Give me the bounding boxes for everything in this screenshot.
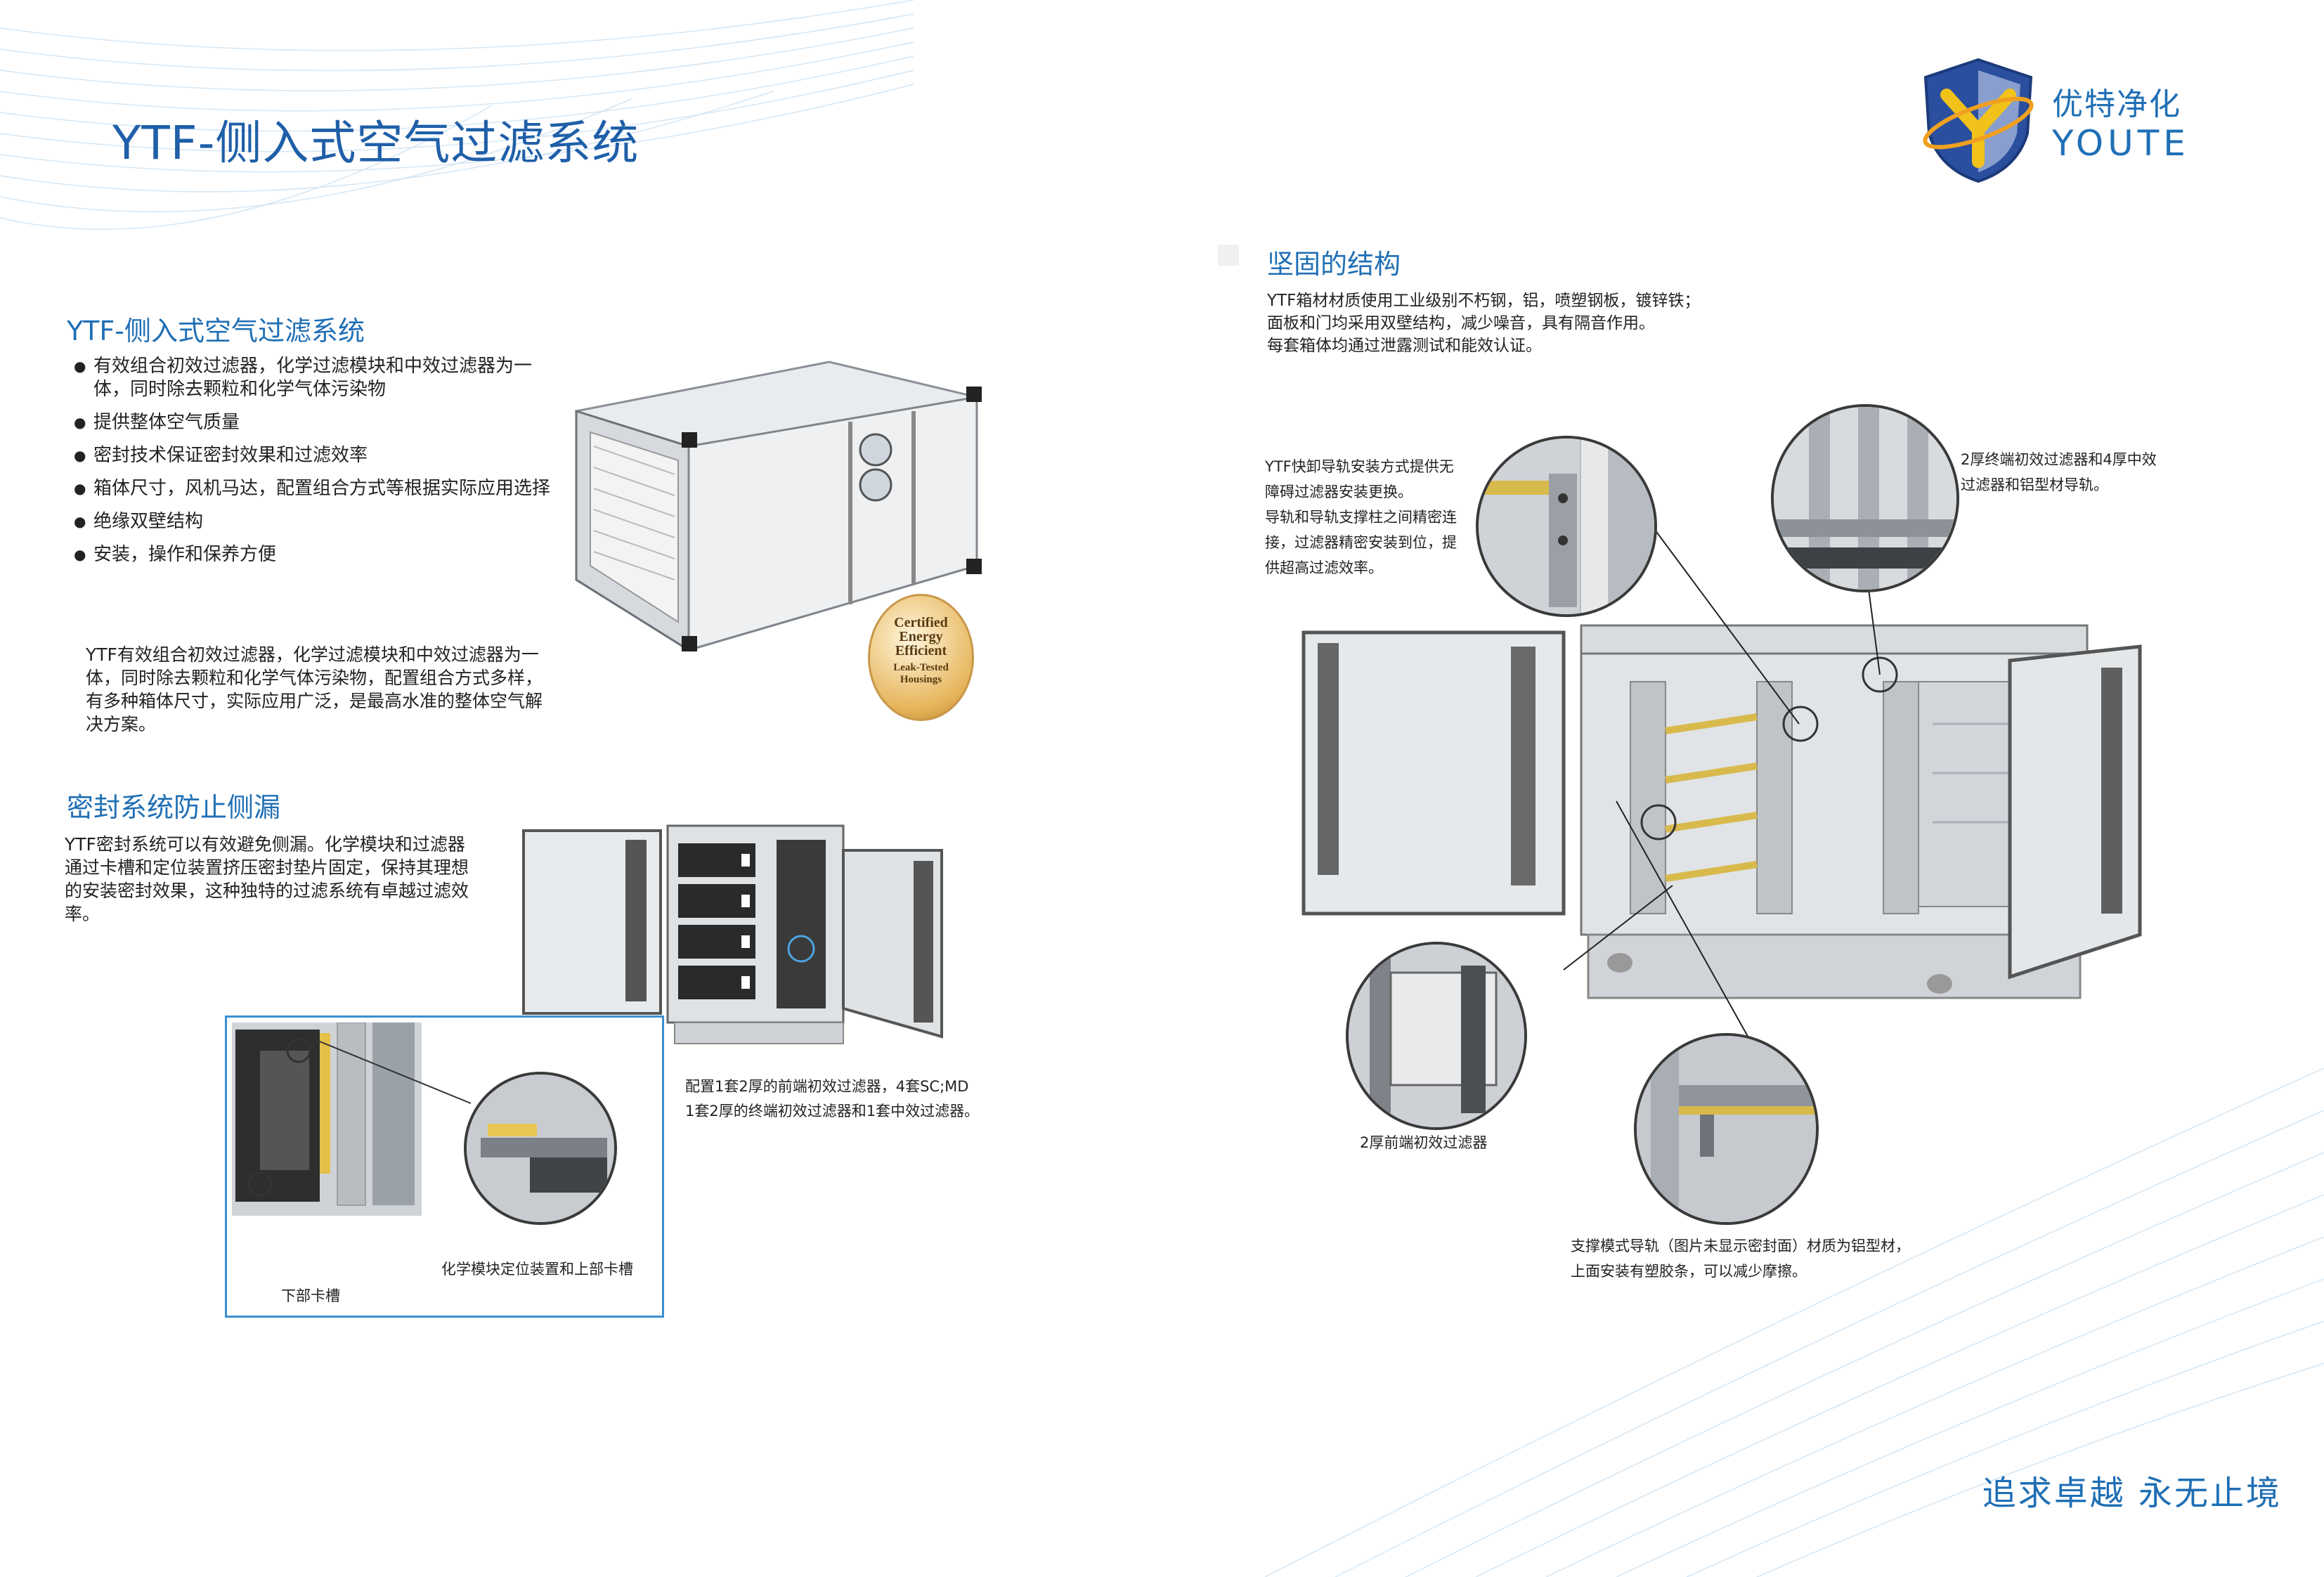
pointer-line [675,991,689,1005]
open-cabinet-image [522,824,943,1044]
feature-item: 有效组合初效过滤器，化学过滤模块和中效过滤器为一体，同时除去颗粒和化学气体污染物 [74,355,566,401]
slogan: 追求卓越 永无止境 [1982,1474,2282,1513]
callout-rail-line-1: YTF快卸导轨安装方式提供无 [1265,458,1454,475]
structure-line-2: 面板和门均采用双壁结构，减少噪音，具有隔音作用。 [1267,314,1655,332]
badge-line-efficient: Efficient [895,643,947,658]
badge-line-certified: Certified [894,615,948,630]
feature-list: 有效组合初效过滤器，化学过滤模块和中效过滤器为一体，同时除去颗粒和化学气体污染物… [74,355,566,576]
front-filter-magnified-circle [1346,942,1527,1130]
label-chem-module: 化学模块定位装置和上部卡槽 [441,1261,633,1278]
shield-logo-icon [1923,58,2034,183]
callout-rail-line-2: 障碍过滤器安装更换。 [1265,484,1413,500]
callout-support-line-2: 上面安装有塑胶条，可以减少摩擦。 [1571,1263,1807,1280]
support-rail-magnified-circle [1634,1033,1819,1225]
callout-top-right-line-2: 过滤器和铝型材导轨。 [1961,476,2108,493]
logo-english-name: YOUTE [2052,123,2190,164]
callout-rail-line-4: 接，过滤器精密安装到位，提 [1265,534,1457,551]
section-title-structure: 坚固的结构 [1267,249,1401,280]
feature-item: 绝缘双壁结构 [74,510,566,533]
badge-line-leak-tested: Leak-Tested [893,662,949,673]
seal-detail-frame [225,1015,664,1318]
structure-line-3: 每套箱体均通过泄露测试和能效认证。 [1267,337,1542,355]
structure-description: YTF箱材材质使用工业级别不朽钢，铝，喷塑钢板，镀锌铁； 面板和门均采用双壁结构… [1267,290,1700,357]
section-marker [1218,245,1239,266]
section-title-seal: 密封系统防止侧漏 [67,792,281,823]
callout-top-right-line-1: 2厚终端初效过滤器和4厚中效 [1961,451,2157,468]
config-line-1: 配置1套2厚的前端初效过滤器，4套SC;MD [685,1078,969,1095]
callout-rail-line-3: 导轨和导轨支撑柱之间精密连 [1265,509,1457,526]
certified-badge: Certified Energy Efficient Leak-Tested H… [868,594,974,721]
seal-description: YTF密封系统可以有效避免侧漏。化学模块和过滤器通过卡槽和定位装置挤压密封垫片固… [65,834,469,924]
logo-chinese-name: 优特净化 [2052,86,2181,122]
callout-rail-text: YTF快卸导轨安装方式提供无 障碍过滤器安装更换。 导轨和导轨支撑柱之间精密连 … [1265,454,1457,580]
config-line-2: 1套2厚的终端初效过滤器和1套中效过滤器。 [685,1103,980,1120]
callout-support-line-1: 支撑模式导轨（图片未显示密封面）材质为铝型材， [1571,1238,1910,1254]
feature-item: 提供整体空气质量 [74,411,566,434]
feature-item: 密封技术保证密封效果和过滤效率 [74,444,566,467]
open-housing-image [1301,624,2142,999]
callout-connector [316,1039,472,1104]
youte-logo [1919,56,2038,183]
structure-line-1: YTF箱材材质使用工业级别不朽钢，铝，喷塑钢板，镀锌铁； [1267,292,1701,310]
label-lower-slot: 下部卡槽 [281,1287,340,1304]
rail-magnified-circle [1476,436,1657,617]
terminal-filter-magnified-circle [1771,404,1959,592]
badge-line-energy: Energy [899,629,943,644]
feature-item: 箱体尺寸，风机马达，配置组合方式等根据实际应用选择 [74,477,566,500]
page-title: YTF-侧入式空气过滤系统 [112,116,640,170]
section-title-ytf: YTF-侧入式空气过滤系统 [67,316,365,346]
ytf-description: YTF有效组合初效过滤器，化学过滤模块和中效过滤器为一体，同时除去颗粒和化学气体… [86,644,543,734]
seal-closeup-image [232,1023,422,1216]
callout-support-text: 支撑模式导轨（图片未显示密封面）材质为铝型材， 上面安装有塑胶条，可以减少摩擦。 [1571,1233,1910,1284]
filter-housing-image [575,361,982,652]
callout-front-filter: 2厚前端初效过滤器 [1360,1134,1488,1151]
callout-top-right-text: 2厚终端初效过滤器和4厚中效 过滤器和铝型材导轨。 [1961,447,2157,498]
badge-line-housings: Housings [900,674,942,685]
feature-item: 安装，操作和保养方便 [74,543,566,566]
seal-magnified-circle [464,1072,617,1225]
callout-rail-line-5: 供超高过滤效率。 [1265,559,1383,576]
